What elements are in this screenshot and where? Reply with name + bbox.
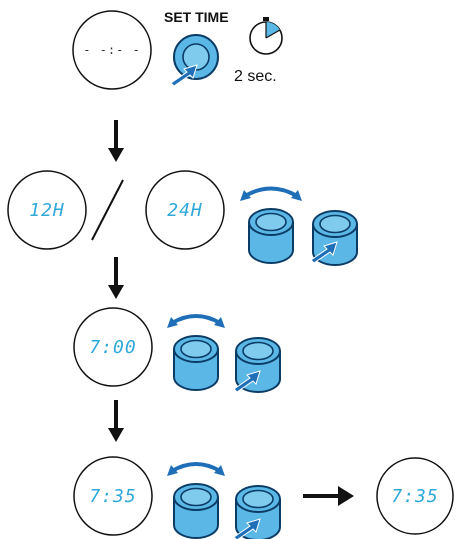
- display-circle-24h: [145, 170, 225, 250]
- down-arrow-1: [108, 120, 124, 162]
- result-arrow: [303, 486, 354, 506]
- rotate-knob-icon[interactable]: [167, 462, 225, 539]
- display-minute-setting: 7:35: [89, 486, 136, 507]
- display-circle-step4: [73, 456, 153, 536]
- step-1: - -:- - SET TIME 2 sec.: [72, 9, 283, 90]
- press-knob-icon[interactable]: [310, 210, 358, 266]
- display-hour-setting: 7:00: [89, 337, 136, 358]
- down-arrow-2: [108, 257, 124, 299]
- set-time-button-icon[interactable]: [170, 34, 219, 87]
- set-time-label: SET TIME: [164, 9, 229, 25]
- display-24h: 24H: [167, 200, 203, 221]
- press-knob-icon[interactable]: [233, 337, 281, 393]
- option-separator: [91, 179, 124, 241]
- step-4: 7:35 7:35: [73, 456, 454, 539]
- step-3: 7:00: [73, 307, 281, 393]
- rotate-knob-icon[interactable]: [167, 314, 225, 391]
- display-circle-12h: [7, 170, 87, 250]
- display-circle-step3: [73, 307, 153, 387]
- display-blank-time: - -:- -: [83, 43, 141, 57]
- rotate-knob-icon[interactable]: [240, 186, 302, 264]
- down-arrow-3: [108, 400, 124, 442]
- stopwatch-icon: [249, 17, 283, 55]
- step-2: 12H 24H: [7, 170, 358, 266]
- display-12h: 12H: [29, 200, 65, 221]
- press-knob-icon[interactable]: [233, 485, 281, 539]
- hold-duration-label: 2 sec.: [234, 68, 277, 85]
- display-result-time: 7:35: [391, 486, 438, 507]
- display-circle-result: [376, 457, 454, 535]
- display-circle-step1: [72, 10, 152, 90]
